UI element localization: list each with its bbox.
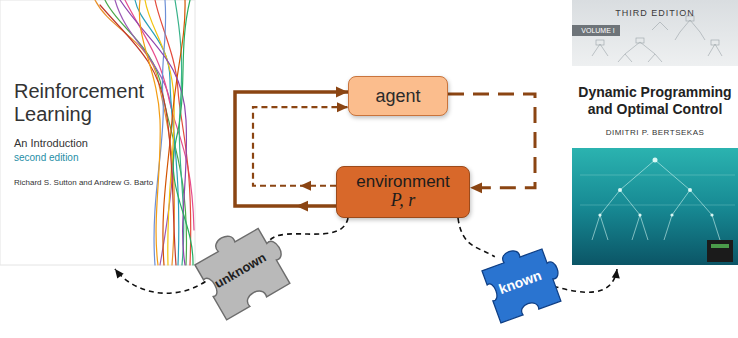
arrowhead xyxy=(337,102,348,112)
dp-book-cover xyxy=(572,0,738,265)
puzzle-rotation: unknown xyxy=(174,204,305,335)
math-symbols: P, r xyxy=(391,191,416,211)
node-label: environment xyxy=(356,173,450,192)
book-edition: THIRD EDITION xyxy=(572,8,738,18)
arrowhead xyxy=(470,182,482,193)
puzzle-rotation: known xyxy=(466,228,574,336)
puzzle-piece: known xyxy=(478,240,562,324)
connector xyxy=(235,87,348,212)
arrowhead xyxy=(115,269,124,279)
connector-line xyxy=(458,218,495,257)
arrowhead xyxy=(296,201,308,212)
book-edition: second edition xyxy=(14,152,174,163)
book-subtitle: An Introduction xyxy=(14,137,174,149)
connector xyxy=(269,218,348,241)
arrowhead xyxy=(336,87,348,98)
book-volume: VOLUME I xyxy=(575,26,621,35)
book-title: Dynamic Programming and Optimal Control xyxy=(577,84,733,118)
puzzle-piece: unknown xyxy=(192,222,288,318)
connector-line xyxy=(554,269,617,292)
book-authors: DIMITRI P. BERTSEKAS xyxy=(572,128,738,137)
arrowhead xyxy=(612,269,620,278)
node-label: agent xyxy=(375,86,420,107)
environment-box: environmentP, r xyxy=(336,166,470,218)
connector-line xyxy=(253,107,348,186)
agent-box: agent xyxy=(348,76,448,116)
book-authors: Richard S. Sutton and Andrew G. Barto xyxy=(14,178,192,187)
connector xyxy=(253,102,348,190)
connector-line xyxy=(115,269,205,293)
connector xyxy=(115,269,205,293)
connector xyxy=(554,269,620,292)
rl-book-cover xyxy=(0,0,195,265)
connector-line xyxy=(269,218,348,241)
connector xyxy=(458,218,495,257)
book-title: Reinforcement Learning xyxy=(14,80,164,126)
connector-line xyxy=(235,92,348,206)
book-cover: THIRD EDITION VOLUME I Dynamic Programming… xyxy=(572,0,738,265)
book-cover: Reinforcement Learning An Introduction sec… xyxy=(0,0,195,265)
arrowhead xyxy=(300,181,311,191)
